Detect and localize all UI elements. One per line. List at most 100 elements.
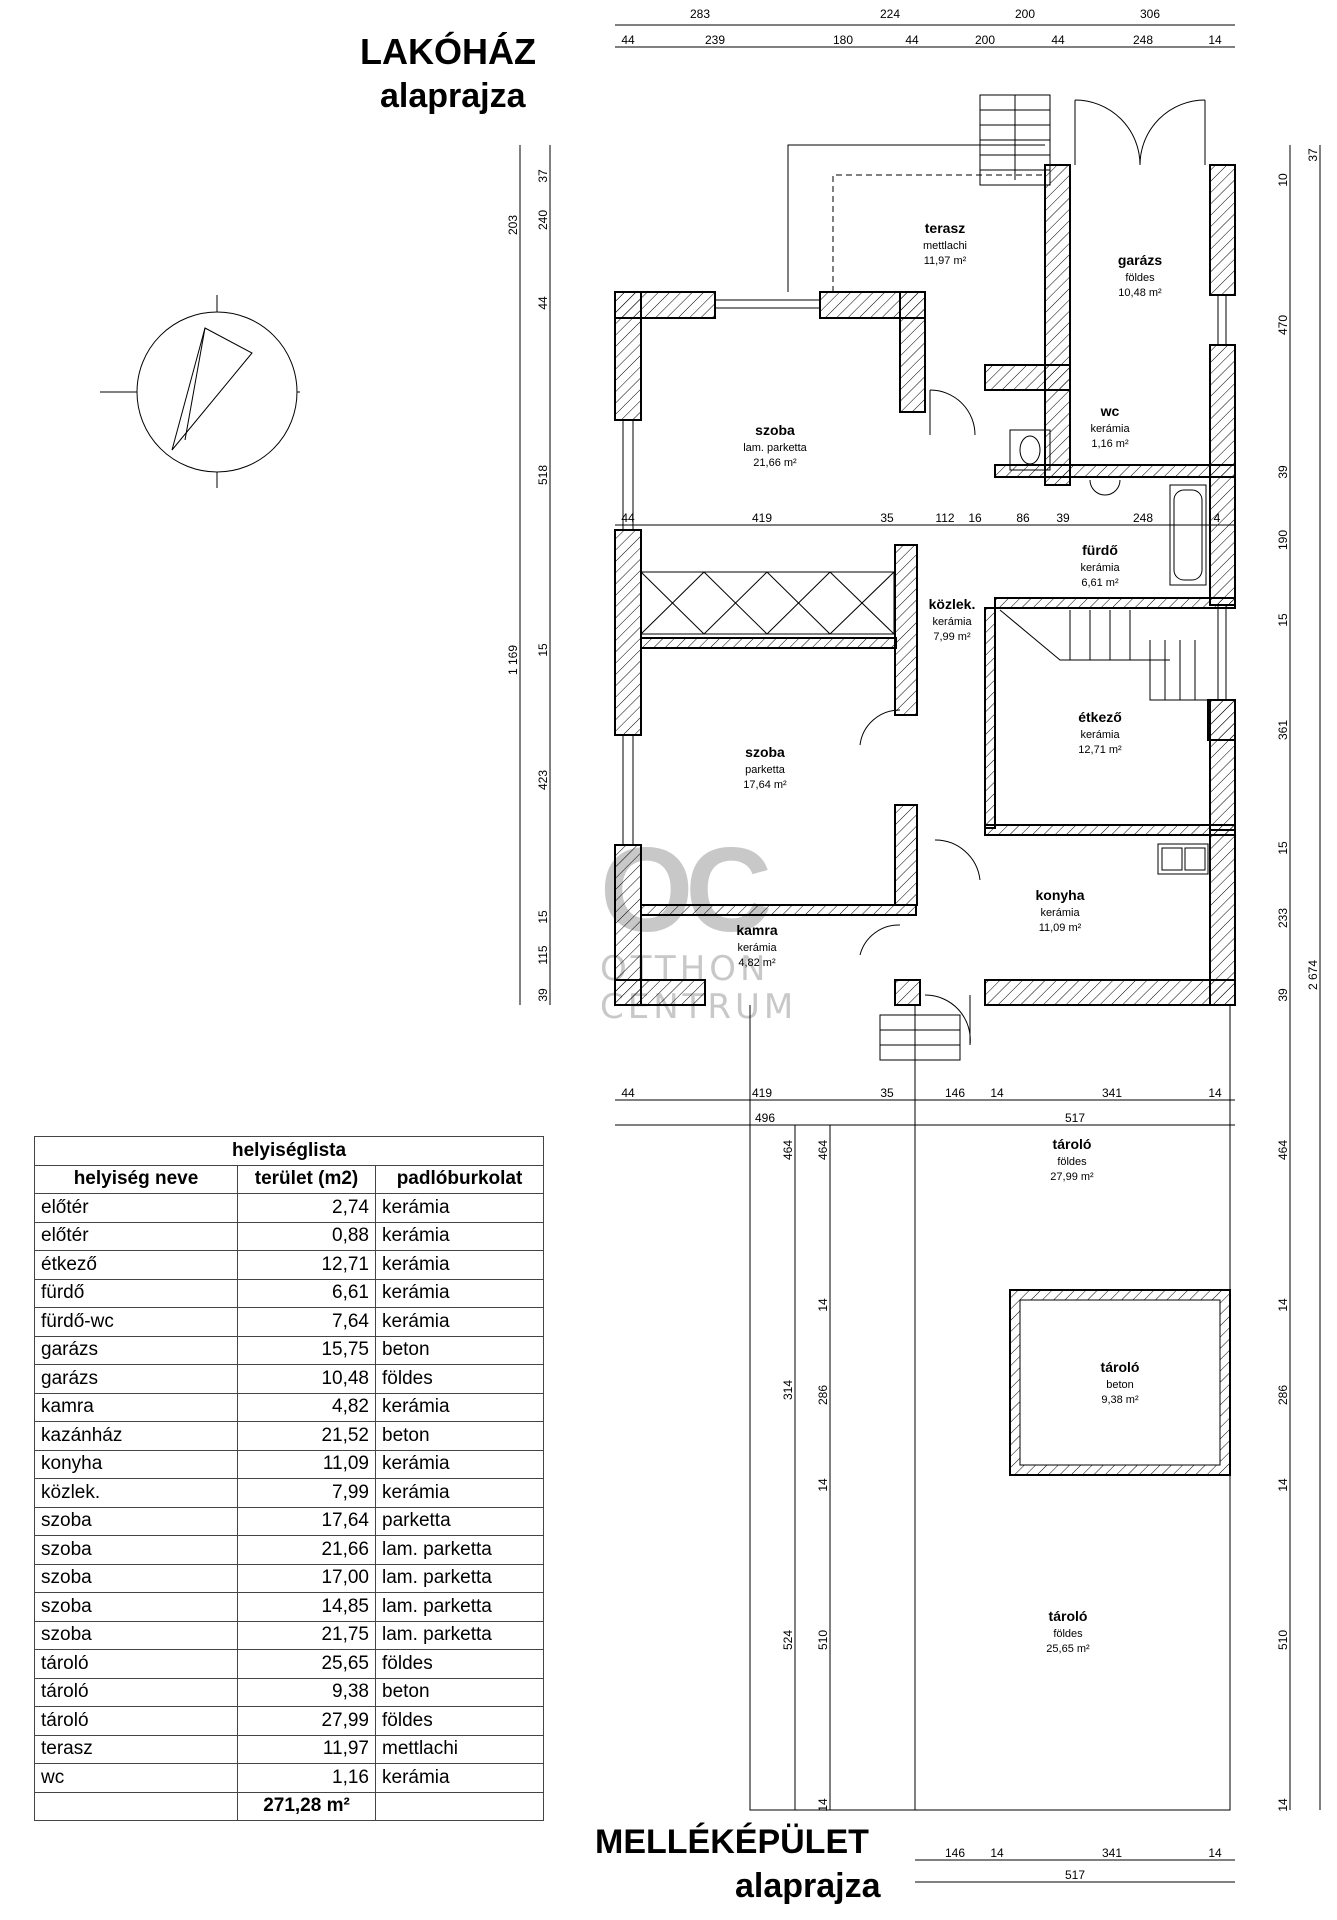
table-header-area: terület (m2)	[237, 1164, 376, 1194]
room-floor-cell: beton	[375, 1335, 544, 1365]
dim-label: 14	[990, 1086, 1004, 1100]
room-label-floor: kerámia	[1040, 907, 1080, 919]
room-area-cell: 11,97	[237, 1734, 376, 1764]
table-header-name: helyiség neve	[34, 1164, 238, 1194]
room-label-area: 7,99 m²	[933, 631, 971, 643]
dim-label: 419	[752, 1086, 772, 1100]
room-label-name: szoba	[745, 744, 785, 760]
room-floor-cell: lam. parketta	[375, 1592, 544, 1622]
dim-label: 286	[1276, 1385, 1290, 1405]
dim-label: 44	[621, 1086, 635, 1100]
room-name-cell: szoba	[34, 1592, 238, 1622]
room-area-cell: 7,99	[237, 1478, 376, 1508]
annex-walls	[749, 1005, 1231, 1811]
doors	[859, 389, 981, 1061]
room-floor-cell: lam. parketta	[375, 1563, 544, 1593]
dim-label: 248	[1133, 511, 1153, 525]
table-total-empty	[34, 1791, 238, 1821]
room-label-area: 12,71 m²	[1078, 744, 1122, 756]
room-label-area: 4,82 m²	[738, 957, 776, 969]
room-area-cell: 9,38	[237, 1677, 376, 1707]
dim-label: 146	[945, 1086, 965, 1100]
room-floor-cell: földes	[375, 1649, 544, 1679]
dim-label: 200	[1015, 7, 1035, 21]
dim-label: 44	[621, 511, 635, 525]
dim-label: 517	[1065, 1868, 1085, 1882]
room-area-cell: 4,82	[237, 1392, 376, 1422]
dim-label: 510	[816, 1630, 830, 1650]
room-area-cell: 17,00	[237, 1563, 376, 1593]
dim-label: 14	[1276, 1798, 1290, 1812]
dim-label: 341	[1102, 1086, 1122, 1100]
room-area-cell: 0,88	[237, 1221, 376, 1251]
dim-label: 524	[781, 1630, 795, 1650]
room-floor-cell: beton	[375, 1677, 544, 1707]
room-floor-cell: parketta	[375, 1506, 544, 1536]
room-floor-cell: kerámia	[375, 1763, 544, 1793]
bathroom-fixtures	[1009, 429, 1209, 875]
room-label-floor: földes	[1125, 272, 1155, 284]
dim-label: 146	[945, 1846, 965, 1860]
room-label-area: 17,64 m²	[743, 779, 787, 791]
room-name-cell: garázs	[34, 1335, 238, 1365]
room-area-cell: 25,65	[237, 1649, 376, 1679]
room-label-name: tároló	[1053, 1136, 1092, 1152]
dim-label: 14	[816, 1298, 830, 1312]
dim-label: 341	[1102, 1846, 1122, 1860]
room-area-cell: 1,16	[237, 1763, 376, 1793]
dim-label: 510	[1276, 1630, 1290, 1650]
room-name-cell: étkező	[34, 1250, 238, 1280]
dim-label: 14	[1208, 33, 1222, 47]
dim-label: 14	[1208, 1086, 1222, 1100]
room-area-cell: 6,61	[237, 1278, 376, 1308]
room-floor-cell: kerámia	[375, 1307, 544, 1337]
dim-label: 286	[816, 1385, 830, 1405]
room-area-cell: 12,71	[237, 1250, 376, 1280]
stairs	[999, 609, 1210, 701]
room-area-cell: 27,99	[237, 1706, 376, 1736]
room-name-cell: közlek.	[34, 1478, 238, 1508]
room-name-cell: szoba	[34, 1620, 238, 1650]
room-label-floor: beton	[1106, 1379, 1134, 1391]
dim-label: 10	[1276, 173, 1290, 187]
dim-label: 283	[690, 7, 710, 21]
table-header-floor: padlóburkolat	[375, 1164, 544, 1194]
dim-label: 517	[1065, 1111, 1085, 1125]
room-name-cell: szoba	[34, 1535, 238, 1565]
room-area-cell: 2,74	[237, 1193, 376, 1223]
dim-label: 15	[536, 643, 550, 657]
room-name-cell: garázs	[34, 1364, 238, 1394]
room-name-cell: szoba	[34, 1563, 238, 1593]
room-name-cell: wc	[34, 1763, 238, 1793]
dim-label: 464	[1276, 1140, 1290, 1160]
room-label-name: terasz	[925, 220, 965, 236]
dim-label: 35	[880, 1086, 894, 1100]
room-name-cell: előtér	[34, 1193, 238, 1223]
dim-label: 248	[1133, 33, 1153, 47]
annex-subtitle: alaprajza	[735, 1867, 881, 1905]
room-label-area: 9,38 m²	[1101, 1394, 1139, 1406]
dim-label: 464	[781, 1140, 795, 1160]
room-label-floor: kerámia	[932, 616, 972, 628]
room-label-area: 25,65 m²	[1046, 1643, 1090, 1655]
dim-label: 35	[880, 511, 894, 525]
room-floor-cell: lam. parketta	[375, 1620, 544, 1650]
room-label-area: 21,66 m²	[753, 457, 797, 469]
room-label-name: konyha	[1035, 887, 1084, 903]
room-label-floor: kerámia	[1080, 562, 1120, 574]
dim-label: 15	[1276, 841, 1290, 855]
dim-label: 16	[968, 511, 982, 525]
room-label-floor: parketta	[745, 764, 786, 776]
dim-label: 180	[833, 33, 853, 47]
dim-label: 14	[816, 1798, 830, 1812]
room-floor-cell: kerámia	[375, 1221, 544, 1251]
dim-label: 44	[536, 296, 550, 310]
room-floor-cell: mettlachi	[375, 1734, 544, 1764]
room-area-cell: 10,48	[237, 1364, 376, 1394]
room-floor-cell: földes	[375, 1706, 544, 1736]
room-floor-cell: kerámia	[375, 1392, 544, 1422]
